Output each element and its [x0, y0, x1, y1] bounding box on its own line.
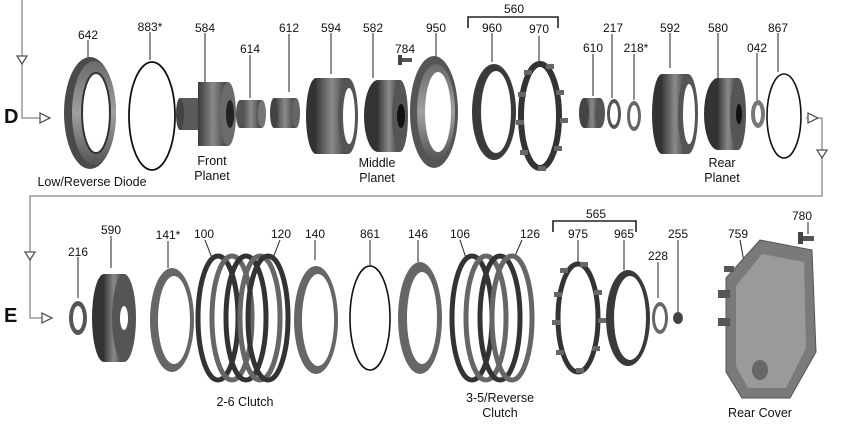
- label-255: 255: [667, 227, 689, 241]
- part-759-rear-cover: [718, 239, 817, 399]
- part-780-bolt: [798, 232, 814, 244]
- label-120: 120: [270, 227, 292, 241]
- label-228: 228: [647, 249, 669, 263]
- caption-front-planet-line1: Front: [197, 154, 227, 168]
- label-780: 780: [791, 209, 813, 223]
- part-146-pressure-plate: [398, 262, 442, 374]
- caption-front-planet-line2: Planet: [194, 169, 230, 183]
- part-592-ring-gear: [652, 74, 698, 154]
- part-228-washer: [652, 302, 668, 334]
- caption-rear-cover: Rear Cover: [728, 406, 792, 420]
- part-584-front-planet: [176, 82, 236, 146]
- label-042: 042: [746, 41, 768, 55]
- label-582: 582: [362, 21, 384, 35]
- label-784: 784: [394, 42, 416, 56]
- part-975-spring-plate: [552, 261, 606, 375]
- label-565: 565: [585, 207, 607, 221]
- label-100: 100: [193, 227, 215, 241]
- part-582-middle-planet: [364, 80, 408, 152]
- part-610-bearing: [579, 98, 605, 128]
- label-580: 580: [707, 21, 729, 35]
- label-614: 614: [239, 42, 261, 56]
- part-950-housing: [410, 56, 458, 168]
- label-592: 592: [659, 21, 681, 35]
- part-867-snap-ring: [766, 73, 802, 159]
- label-146: 146: [407, 227, 429, 241]
- part-3-5-reverse-clutch-pack: [449, 253, 535, 383]
- caption-2-6-clutch: 2-6 Clutch: [216, 395, 274, 409]
- leader-lines-row-d: [87, 16, 779, 100]
- part-2-6-clutch-pack: [195, 253, 291, 383]
- part-965-seal: [606, 270, 650, 366]
- part-218-washer: [627, 101, 641, 131]
- label-216: 216: [67, 245, 89, 259]
- part-141-pressure-plate: [150, 268, 194, 372]
- label-218: 218*: [623, 41, 649, 55]
- label-612: 612: [278, 21, 300, 35]
- label-960: 960: [481, 21, 503, 35]
- part-217-washer: [607, 99, 621, 129]
- caption-middle-planet-line2: Planet: [359, 171, 395, 185]
- part-580-rear-planet: [704, 78, 746, 150]
- caption-low-reverse-diode: Low/Reverse Diode: [37, 175, 147, 189]
- part-642-low-reverse-diode: [64, 57, 116, 169]
- label-950: 950: [425, 21, 447, 35]
- label-126: 126: [519, 227, 541, 241]
- label-975: 975: [567, 227, 589, 241]
- row-letter-d: D: [4, 106, 19, 128]
- part-960-seal: [472, 64, 516, 160]
- part-883-snap-ring: [128, 61, 176, 171]
- flow-lines: [15, 0, 829, 325]
- part-612-hub: [270, 98, 300, 128]
- label-861: 861: [359, 227, 381, 241]
- label-106: 106: [449, 227, 471, 241]
- caption-rear-planet-line2: Planet: [704, 171, 740, 185]
- caption-3-5-reverse-clutch-line2: Clutch: [482, 406, 518, 420]
- label-965: 965: [613, 227, 635, 241]
- label-140: 140: [304, 227, 326, 241]
- part-255-plug: [673, 312, 683, 324]
- part-861-snap-ring: [349, 265, 391, 371]
- part-590-hub: [92, 274, 136, 362]
- caption-3-5-reverse-clutch-line1: 3-5/Reverse: [465, 391, 535, 405]
- label-217: 217: [602, 21, 624, 35]
- part-614-sun-gear: [236, 100, 266, 128]
- part-594-ring-gear: [306, 78, 358, 154]
- part-784-bolt: [398, 55, 412, 65]
- label-759: 759: [727, 227, 749, 241]
- label-867: 867: [767, 21, 789, 35]
- row-letter-e: E: [4, 305, 18, 327]
- part-970-spring-plate: [516, 61, 568, 171]
- caption-middle-planet-line1: Middle: [358, 156, 396, 170]
- label-584: 584: [194, 21, 216, 35]
- label-642: 642: [77, 28, 99, 42]
- label-970: 970: [528, 22, 550, 36]
- caption-rear-planet-line1: Rear: [708, 156, 736, 170]
- part-140-reaction-plate: [294, 266, 338, 374]
- part-042-bushing: [751, 100, 765, 128]
- label-560: 560: [503, 2, 525, 16]
- label-883: 883*: [137, 20, 163, 34]
- label-141: 141*: [155, 228, 181, 242]
- label-610: 610: [582, 41, 604, 55]
- part-216-washer: [69, 301, 87, 335]
- label-594: 594: [320, 21, 342, 35]
- label-590: 590: [100, 223, 122, 237]
